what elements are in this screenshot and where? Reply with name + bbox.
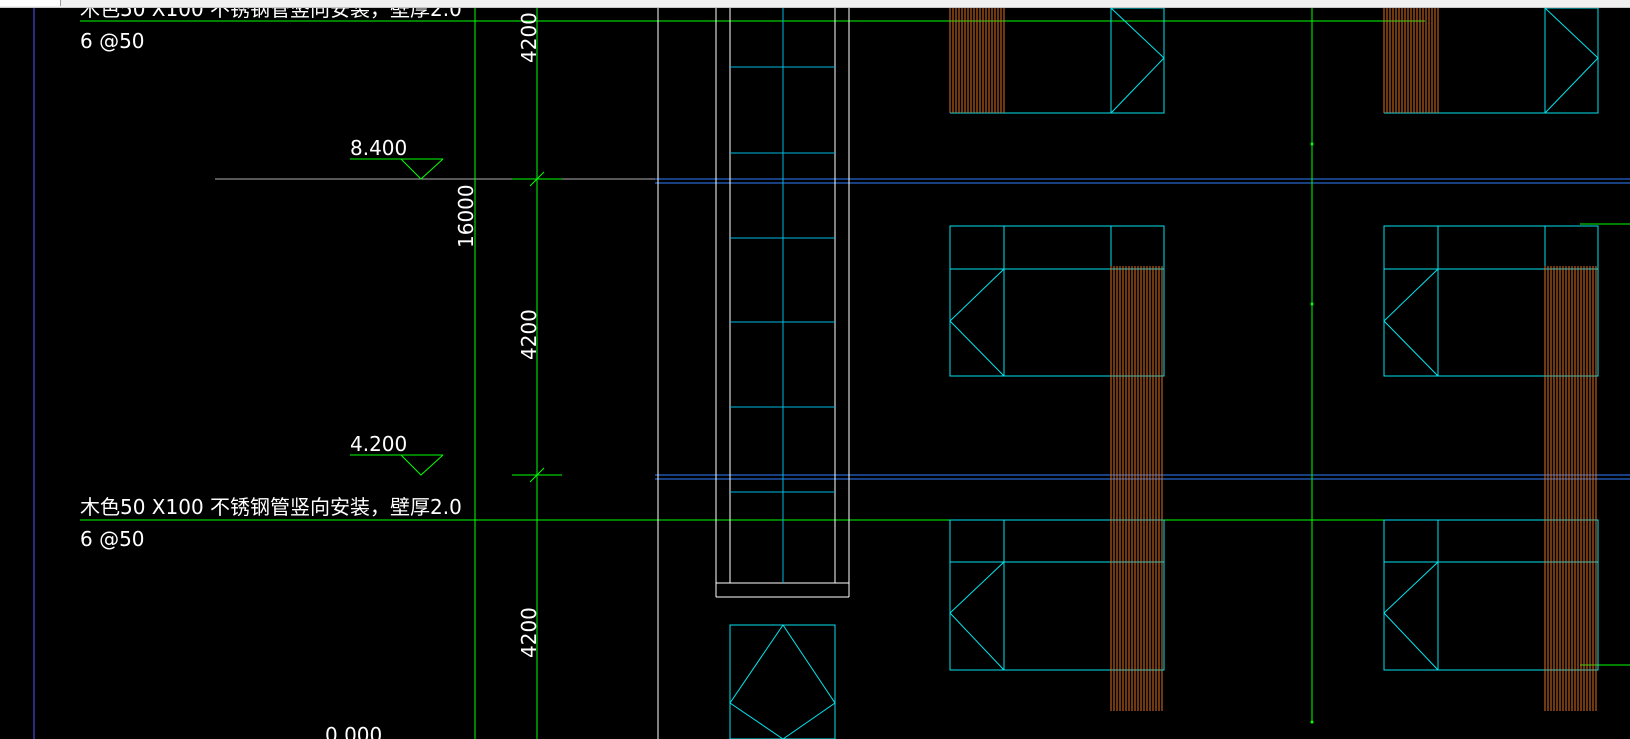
stair-shaft — [657, 8, 850, 739]
elevation-drawing[interactable]: 木色50 X100 不锈钢管竖向安装，壁厚2.0 6 @50 木色50 X100… — [0, 8, 1630, 739]
window-unit-low-left — [949, 519, 1165, 671]
slat-hatch-top-left — [949, 8, 1005, 113]
grid-node — [1310, 142, 1314, 146]
slat-hatch-tall-right — [1544, 266, 1597, 711]
window-unit-top-right — [1384, 8, 1599, 114]
level-marker-middle — [350, 454, 444, 476]
cad-canvas[interactable]: 木色50 X100 不锈钢管竖向安装，壁厚2.0 6 @50 木色50 X100… — [0, 8, 1630, 739]
slat-hatch-top-right — [1383, 8, 1439, 113]
level-label-middle: 4.200 — [350, 432, 407, 456]
dimension-label-overall: 16000 — [454, 184, 478, 248]
window-unit-top-left — [950, 8, 1165, 114]
dimension-label-bottom: 4200 — [517, 607, 541, 658]
stair-rungs — [730, 8, 835, 583]
dimension-label-middle: 4200 — [517, 309, 541, 360]
dimension-ticks — [512, 171, 562, 483]
window-unit-mid-right — [1383, 225, 1599, 377]
note-top-cut: 木色50 X100 不锈钢管竖向安装，壁厚2.0 — [80, 8, 462, 21]
window-unit-low-right — [1383, 519, 1599, 671]
window-unit-mid-left — [949, 225, 1165, 377]
level-marker-upper — [350, 158, 444, 180]
dimension-label-top: 4200 — [517, 12, 541, 63]
toolbar-tab[interactable] — [0, 0, 61, 6]
door-panel-diamond — [729, 624, 836, 739]
top-toolbar — [0, 0, 1630, 8]
slat-hatch-tall-left — [1110, 266, 1163, 711]
level-label-bottom: 0.000 — [325, 723, 382, 739]
note-bottom: 木色50 X100 不锈钢管竖向安装，壁厚2.0 — [80, 495, 462, 519]
grid-node — [1310, 302, 1314, 306]
note-top-spacing: 6 @50 — [80, 29, 145, 53]
note-bottom-spacing: 6 @50 — [80, 527, 145, 551]
level-label-upper: 8.400 — [350, 136, 407, 160]
grid-node — [1310, 720, 1314, 724]
